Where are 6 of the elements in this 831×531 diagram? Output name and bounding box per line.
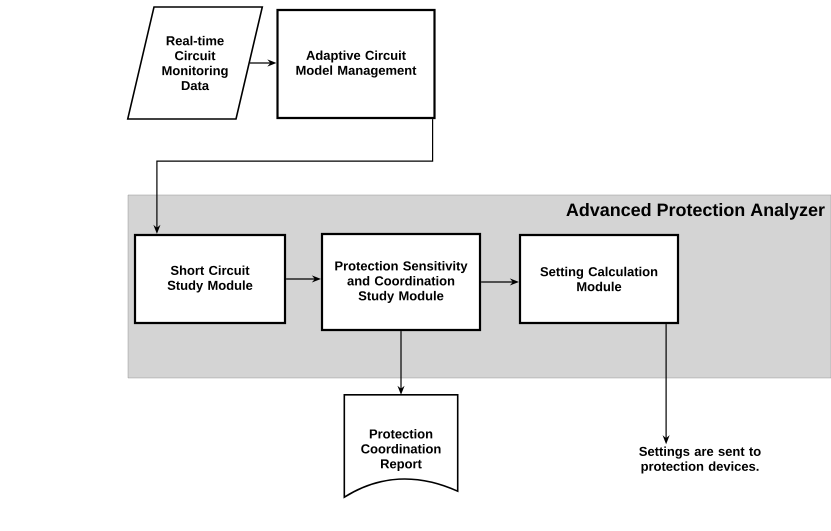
process-box: Adaptive Circuit Model Management — [276, 8, 436, 120]
note-text: Settings are sent to protection devices. — [639, 446, 761, 474]
process-box: Short Circuit Study Module — [134, 234, 286, 324]
process-box: Setting Calculation Module — [518, 234, 680, 324]
data-parallelogram: Real-time Circuit Monitoring Data — [126, 6, 264, 120]
process-box: Protection Sensitivity and Coordination Study Module — [320, 232, 482, 332]
